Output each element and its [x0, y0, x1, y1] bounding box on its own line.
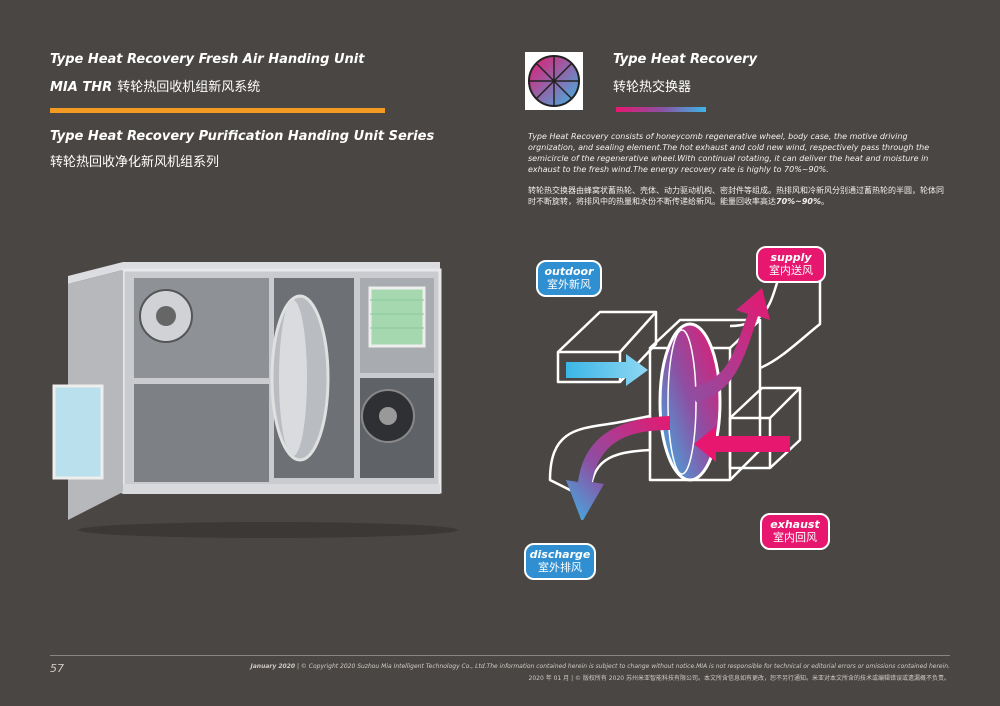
gradient-divider [616, 107, 706, 112]
orange-divider [50, 108, 385, 113]
footer-date: January 2020 [250, 663, 296, 670]
exhaust-label-en: exhaust [770, 518, 820, 531]
description-cn-end: 。 [821, 197, 829, 206]
right-title-en: Type Heat Recovery [613, 52, 758, 67]
right-title-cn: 转轮热交换器 [613, 80, 692, 95]
outdoor-label-cn: 室外新风 [547, 278, 591, 291]
title-en-1: Type Heat Recovery Fresh Air Handing Uni… [50, 52, 365, 67]
title-cn-1: 转轮热回收机组新风系统 [117, 80, 261, 95]
footer-divider [50, 655, 950, 656]
supply-label-en: supply [770, 251, 812, 264]
exhaust-badge: exhaust 室内回风 [760, 513, 830, 550]
footer-copyright-en: January 2020 | © Copyright 2020 Suzhou M… [251, 663, 950, 670]
description-en: Type Heat Recovery consists of honeycomb… [528, 132, 930, 174]
exhaust-label-cn: 室内回风 [773, 531, 817, 544]
airflow-diagram [548, 258, 822, 520]
title-model-line: MIA THR 转轮热回收机组新风系统 [50, 76, 260, 95]
footer-line1: | © Copyright 2020 Suzhou Mia Intelligen… [295, 663, 950, 670]
title-cn-2: 转轮热回收净化新风机组系列 [50, 155, 220, 170]
model-name: MIA THR [50, 80, 113, 95]
discharge-badge: discharge 室外排风 [524, 543, 596, 580]
outdoor-label-en: outdoor [544, 265, 594, 278]
description-cn-text: 转轮热交换器由蜂窝状蓄热轮、壳体、动力驱动机构、密封件等组成。热排风和冷新风分别… [528, 186, 944, 206]
footer-copyright-cn: 2020 年 01 月 | © 版权所有 2020 苏州米亚智能科技有限公司。本… [528, 675, 950, 682]
supply-badge: supply 室内送风 [756, 246, 826, 283]
outdoor-badge: outdoor 室外新风 [536, 260, 602, 297]
page-number: 57 [50, 662, 64, 675]
air-handling-unit-image [52, 262, 458, 538]
recovery-rate: 70%~90% [776, 197, 821, 206]
heat-wheel-icon [525, 52, 583, 110]
discharge-label-cn: 室外排风 [538, 561, 582, 574]
title-en-2: Type Heat Recovery Purification Handing … [50, 129, 435, 144]
description-cn: 转轮热交换器由蜂窝状蓄热轮、壳体、动力驱动机构、密封件等组成。热排风和冷新风分别… [528, 185, 948, 207]
supply-label-cn: 室内送风 [769, 264, 813, 277]
discharge-label-en: discharge [529, 548, 591, 561]
